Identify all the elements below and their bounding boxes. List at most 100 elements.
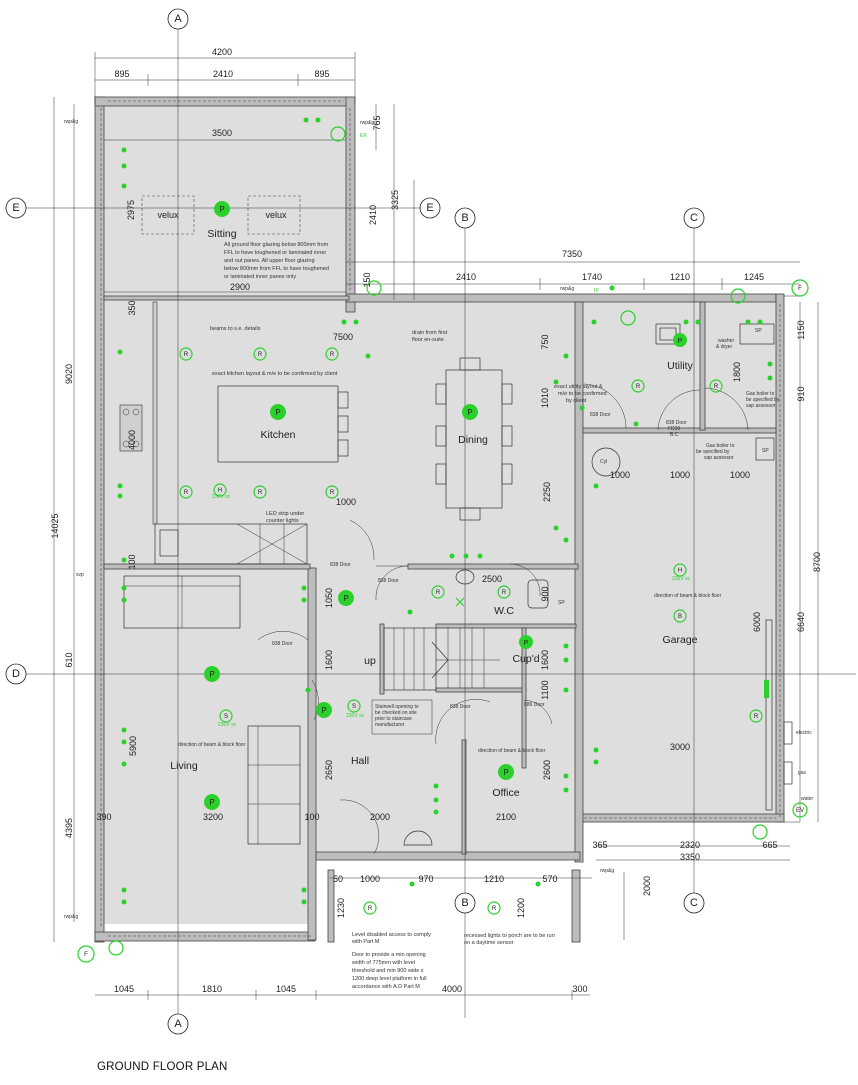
svg-text:R: R — [436, 590, 441, 596]
stair-line2: be checked on site — [375, 710, 417, 716]
fire-marker-icon — [791, 279, 809, 297]
ip-label: IP — [594, 288, 599, 294]
dim-100: 100 — [304, 812, 319, 822]
svg-text:P: P — [678, 338, 683, 345]
room-dining: Dining — [458, 434, 488, 446]
dim-3350: 3350 — [680, 852, 700, 862]
dim-665: 665 — [762, 840, 777, 850]
floor-direction: direction of beam & block floor — [654, 593, 722, 599]
ev-charger-icon — [792, 802, 808, 818]
drain-line1: drain from first — [412, 330, 448, 336]
grid-marker-a: A — [167, 8, 189, 30]
dim-765: 765 — [372, 115, 382, 130]
svg-text:P: P — [503, 768, 508, 777]
sp-label: SP — [762, 448, 769, 454]
dim-8700: 8700 — [812, 552, 822, 572]
dim-7500: 7500 — [333, 332, 353, 342]
recessed-light-icon — [431, 585, 445, 599]
dim-5900: 5900 — [128, 736, 138, 756]
svg-text:R: R — [330, 490, 335, 496]
rwpg-label: rwp&g — [64, 914, 78, 920]
svg-text:R: R — [258, 490, 263, 496]
led-strip-note: LED strip under counter lights — [266, 511, 306, 524]
fd30-line1: 838 Door — [666, 420, 687, 426]
boiler2-line2: be specified by — [696, 449, 730, 455]
extractor-icon — [330, 126, 346, 142]
recessed-light-icon — [179, 347, 193, 361]
room-living: Living — [170, 760, 198, 772]
dim-1000: 1000 — [336, 497, 356, 507]
dim-1000: 1000 — [610, 470, 630, 480]
recessed-light-icon — [179, 485, 193, 499]
boiler2-line3: sap assessor — [704, 455, 734, 461]
light-point-icon: P — [204, 794, 220, 810]
dim-900: 900 — [540, 586, 550, 601]
doors — [257, 383, 749, 855]
dim-1000: 1000 — [670, 470, 690, 480]
stair-line1: Stairwell opening to — [375, 704, 419, 710]
recessed-light-icon — [253, 347, 267, 361]
dim-365: 365 — [592, 840, 607, 850]
access2-line3: threshold and min 900 wide x — [352, 968, 424, 974]
extractor-icon — [752, 824, 768, 840]
smoke-detector-icon — [347, 699, 361, 713]
svg-text:B: B — [678, 614, 682, 620]
utility-line2: m/e to be confirmed — [558, 391, 607, 397]
svg-text:P: P — [275, 408, 280, 417]
svg-text:P: P — [524, 640, 529, 647]
svg-text:R: R — [258, 352, 263, 358]
utility-line3: by client — [566, 398, 587, 404]
recessed-line2: on a daytime sensor — [464, 940, 514, 946]
dim-4200: 4200 — [212, 47, 232, 57]
dim-4395: 4395 — [64, 818, 74, 838]
boiler1-line3: sap assessor — [746, 403, 776, 409]
dim-1045: 1045 — [114, 984, 134, 994]
heat-detector-icon — [673, 563, 687, 577]
access2-line4: 1200 deep level platform in full — [352, 976, 427, 982]
led-line2: counter lights — [266, 518, 299, 524]
service-water: water — [801, 796, 814, 802]
dim-4000: 4000 — [442, 984, 462, 994]
room-hall: Hall — [351, 755, 369, 767]
dim-14025: 14025 — [50, 513, 60, 538]
service-gas: gas — [798, 770, 807, 776]
light-point-icon: P — [519, 635, 533, 649]
dim-150: 150 — [362, 272, 372, 287]
dim-1810: 1810 — [202, 984, 222, 994]
extractor-label: EX — [360, 133, 367, 139]
svg-text:B: B — [461, 897, 468, 909]
drain-note: drain from first floor en-suite — [412, 330, 449, 343]
recessed-light-icon — [253, 485, 267, 499]
dim-1600: 1600 — [540, 650, 550, 670]
dim-2000: 2000 — [642, 876, 652, 896]
dim-1010: 1010 — [540, 388, 550, 408]
svg-text:H: H — [678, 568, 682, 574]
svg-text:R: R — [368, 906, 373, 912]
dim-2410: 2410 — [213, 69, 233, 79]
svg-text:P: P — [219, 205, 224, 214]
dim-895: 895 — [114, 69, 129, 79]
grid-marker-a: A — [167, 1013, 189, 1035]
dim-970: 970 — [418, 874, 433, 884]
light-point-icon: P — [498, 764, 514, 780]
floor-direction: direction of beam & block floor — [178, 742, 246, 748]
dim-2500: 2500 — [482, 574, 502, 584]
svg-text:F: F — [84, 952, 88, 958]
beams-note: beams to s.e. details — [210, 326, 261, 332]
sp-label: SP — [755, 328, 762, 334]
recessed-note: recessed lights to porch are to be run o… — [464, 933, 556, 946]
extractor-icon — [730, 288, 746, 304]
grid-marker-e: E — [5, 197, 27, 219]
door-label: 838 Door — [330, 562, 351, 568]
dim-1230: 1230 — [336, 898, 346, 918]
fd30-line2: FD30 — [668, 426, 680, 432]
room-labels: Sitting Kitchen Dining Utility Garage W.… — [157, 210, 697, 799]
svg-text:P: P — [209, 670, 214, 679]
glazing-note: All ground floor glazing below 800mm fro… — [224, 242, 331, 280]
floor-direction: direction of beam & block floor — [478, 748, 546, 754]
notes: beams to s.e. details drain from first f… — [64, 119, 814, 990]
dimension-lines — [53, 52, 819, 1000]
glazing-line2: FFL to have toughened or laminated inner — [224, 250, 326, 256]
plan-title: GROUND FLOOR PLAN — [97, 1061, 228, 1073]
svg-text:B: B — [461, 212, 468, 224]
